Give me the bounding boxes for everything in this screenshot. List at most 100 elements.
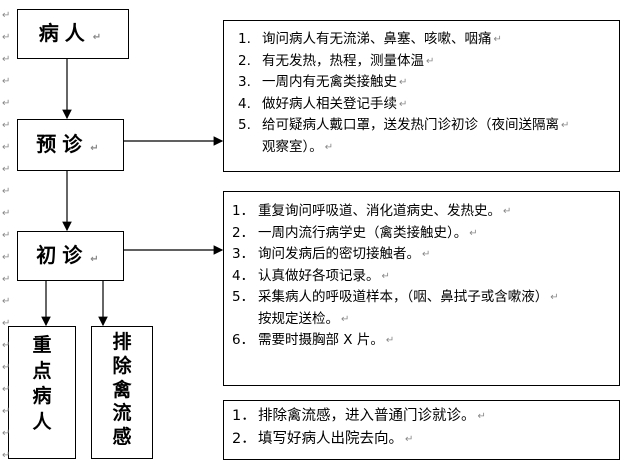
exclude-list-item-number: 2． <box>232 431 256 447</box>
pre-list-item-number: 2. <box>238 52 251 69</box>
margin-return-mark: ↵ <box>2 384 11 395</box>
box-patient-label: 病人 <box>38 21 91 45</box>
first-list-item-text: 采集病人的呼吸道样本，（咽、鼻拭子或含嗽液） <box>258 289 549 305</box>
key-char-2: 点 <box>32 359 52 382</box>
first-list-item-text: 重复询问呼吸道、消化道病史、发热史。 <box>258 203 501 219</box>
key-char-3: 病 <box>32 385 52 408</box>
return-mark: ↵ <box>493 34 502 45</box>
return-mark: ↵ <box>399 77 408 88</box>
first-list-item: 5．采集病人的呼吸道样本，（咽、鼻拭子或含嗽液）↵ <box>232 287 613 309</box>
pre-list-item: 5. 给可疑病人戴口罩，送发热门诊初诊（夜间送隔离↵ <box>238 115 613 137</box>
return-mark: ↵ <box>503 206 512 217</box>
box-first-label: 初诊 <box>36 243 89 267</box>
key-char-1: 重 <box>32 334 52 356</box>
first-list-item-number: 4． <box>232 267 255 284</box>
pre-list-item-number: 1. <box>238 31 251 47</box>
margin-return-mark: ↵ <box>2 450 11 461</box>
exclude-char-1: 排 <box>112 331 132 353</box>
first-list-item-number: 6． <box>232 332 255 348</box>
return-mark: ↵ <box>324 141 334 153</box>
margin-return-mark: ↵ <box>2 340 11 351</box>
pre-list-item-text: 给可疑病人戴口罩，送发热门诊初诊（夜间送隔离 <box>262 117 559 133</box>
pre-list-item-text: 询问病人有无流涕、鼻塞、咳嗽、咽痛 <box>262 31 492 47</box>
return-mark: ↵ <box>426 55 435 67</box>
pre-list-item: 4. 做好病人相关登记手续↵ <box>238 94 613 116</box>
box-first-diagnosis: 初诊↵ <box>17 231 124 281</box>
margin-return-mark: ↵ <box>2 142 11 153</box>
first-list-item: 4．认真做好各项记录。↵ <box>232 266 613 288</box>
first-list-item-text: 一周内流行病学史（禽类接触史）。 <box>258 224 468 241</box>
first-list-item: 3．询问发病后的密切接触者。↵ <box>232 244 613 266</box>
pre-list-item-number: 5. <box>238 117 251 133</box>
exclude-char-2: 除 <box>112 354 132 377</box>
return-mark: ↵ <box>469 227 478 239</box>
return-mark: ↵ <box>341 313 350 325</box>
return-mark: ↵ <box>405 434 414 445</box>
margin-return-mark: ↵ <box>2 252 11 263</box>
exclude-list-item: 1．排除禽流感，进入普通门诊就诊。↵ <box>232 405 613 428</box>
box-pre-diagnosis: 预诊↵ <box>17 119 124 171</box>
margin-return-mark: ↵ <box>2 274 11 285</box>
box-pre-label: 预诊 <box>36 132 89 156</box>
first-list-item-text: 需要时摄胸部 X 片。 <box>258 332 384 348</box>
pre-list-item-number <box>238 137 262 159</box>
first-list-item: 6．需要时摄胸部 X 片。↵ <box>232 330 613 352</box>
pre-list-item: 1. 询问病人有无流涕、鼻塞、咳嗽、咽痛↵ <box>238 29 613 51</box>
first-list-item: 2．一周内流行病学史（禽类接触史）。↵ <box>232 223 613 245</box>
margin-return-mark: ↵ <box>2 54 11 65</box>
first-list-item-text: 询问发病后的密切接触者。 <box>258 246 420 262</box>
exclude-char-5: 感 <box>112 426 132 448</box>
margin-return-mark: ↵ <box>2 76 11 87</box>
exclude-list-item-number: 1． <box>232 408 256 424</box>
return-mark: ↵ <box>477 411 486 422</box>
margin-return-mark: ↵ <box>2 406 11 417</box>
first-diagnosis-list: 1．重复询问呼吸道、消化道病史、发热史。↵2．一周内流行病学史（禽类接触史）。↵… <box>223 191 620 386</box>
box-key-patient: 重 点 病 人 <box>8 326 76 459</box>
margin-return-mark: ↵ <box>2 32 11 43</box>
pre-list-item-text: 有无发热，热程，测量体温 <box>262 52 424 69</box>
pre-diagnosis-list: 1.询问病人有无流涕、鼻塞、咳嗽、咽痛↵2.有无发热，热程，测量体温↵3.一周内… <box>223 20 620 172</box>
first-list-item-number: 2． <box>232 224 255 241</box>
return-mark: ↵ <box>561 120 570 131</box>
return-mark: ↵ <box>385 335 395 346</box>
margin-return-mark: ↵ <box>2 230 11 241</box>
first-list-item-number: 5． <box>232 289 255 305</box>
margin-return-mark: ↵ <box>2 10 11 21</box>
box-patient: 病人↵ <box>17 9 129 59</box>
pre-list-item-text: 做好病人相关登记手续 <box>262 95 397 112</box>
exclude-list-item: 2．填写好病人出院去向。↵ <box>232 428 613 451</box>
margin-return-mark: ↵ <box>2 164 11 175</box>
exclude-list-item-text: 排除禽流感，进入普通门诊就诊。 <box>258 408 476 424</box>
margin-return-mark: ↵ <box>2 296 11 307</box>
first-list-item: 1．重复询问呼吸道、消化道病史、发热史。↵ <box>232 201 613 223</box>
pre-list-item-number: 3. <box>238 74 251 90</box>
margin-return-mark: ↵ <box>2 362 11 373</box>
first-list-item-text: 按规定送检。 <box>258 310 339 327</box>
margin-return-mark: ↵ <box>2 428 11 439</box>
first-list-item: 按规定送检。↵ <box>232 309 613 331</box>
exclude-list: 1．排除禽流感，进入普通门诊就诊。↵2．填写好病人出院去向。↵ <box>223 400 620 460</box>
return-mark: ↵ <box>550 292 559 303</box>
return-mark: ↵ <box>422 249 431 260</box>
pre-list-item-text: 观察室）。 <box>262 138 323 155</box>
margin-return-mark: ↵ <box>2 186 11 197</box>
first-list-item-number: 3． <box>232 246 255 262</box>
pre-list-item-number: 4. <box>238 95 251 112</box>
exclude-char-3: 禽 <box>112 378 132 401</box>
pre-list-item: 2. 有无发热，热程，测量体温↵ <box>238 51 613 73</box>
pre-list-item: 3. 一周内有无禽类接触史↵ <box>238 72 613 94</box>
return-mark: ↵ <box>399 98 408 110</box>
margin-return-mark: ↵ <box>2 318 11 329</box>
box-exclude-flu: 排 除 禽 流 感 <box>91 326 153 459</box>
margin-return-mark: ↵ <box>2 208 11 219</box>
exclude-char-4: 流 <box>112 402 132 425</box>
pre-list-item: 观察室）。↵ <box>238 137 613 159</box>
first-list-item-number: 1． <box>232 203 255 219</box>
first-list-item-number <box>232 309 258 331</box>
pre-list-item-text: 一周内有无禽类接触史 <box>262 74 397 90</box>
exclude-list-item-text: 填写好病人出院去向。 <box>258 431 403 447</box>
margin-return-mark: ↵ <box>2 120 11 131</box>
key-char-4: 人 <box>32 410 52 433</box>
first-list-item-text: 认真做好各项记录。 <box>258 267 380 284</box>
return-mark: ↵ <box>381 270 390 282</box>
